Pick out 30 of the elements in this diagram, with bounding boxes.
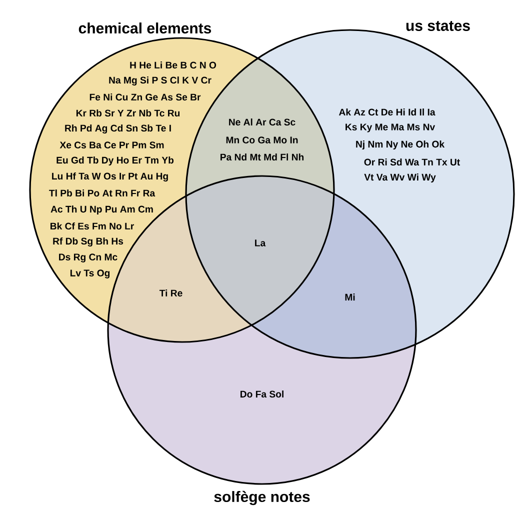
- region-label: Rh Pd Ag Cd Sn Sb Te I: [65, 124, 171, 134]
- region-label: Nj Nm Ny Ne Oh Ok: [356, 140, 445, 150]
- region-label: Ti Re: [159, 290, 182, 297]
- region-label: La: [255, 240, 266, 246]
- region-label: Do Fa Sol: [240, 390, 284, 398]
- set-heading: us states: [406, 21, 470, 31]
- region-label: Mn Co Ga Mo In: [226, 136, 298, 144]
- region-label: Ks Ky Me Ma Ms Nv: [346, 124, 436, 132]
- region-label: Or Ri Sd Wa Tn Tx Ut: [364, 158, 460, 166]
- set-heading: chemical elements: [78, 22, 212, 34]
- region-label: Kr Rb Sr Y Zr Nb Tc Ru: [76, 110, 180, 117]
- region-label: Fe Ni Cu Zn Ge As Se Br: [90, 94, 201, 101]
- region-label: Na Mg Si P S Cl K V Cr: [109, 76, 212, 86]
- region-label: Eu Gd Tb Dy Ho Er Tm Yb: [56, 156, 174, 166]
- region-label: H He Li Be B C N O: [130, 61, 216, 69]
- region-label: Bk Cf Es Fm No Lr: [50, 222, 134, 230]
- region-label: Rf Db Sg Bh Hs: [53, 238, 124, 246]
- region-label: Pa Nd Mt Md Fl Nh: [220, 154, 304, 161]
- region-label: Xe Cs Ba Ce Pr Pm Sm: [60, 142, 164, 148]
- set-heading: solfège notes: [214, 490, 310, 506]
- region-label: Lv Ts Og: [70, 270, 110, 278]
- region-label: Tl Pb Bi Po At Rn Fr Ra: [49, 190, 156, 197]
- region-label: Ak Az Ct De Hi Id Il Ia: [338, 108, 436, 116]
- region-label: Mi: [345, 294, 355, 300]
- region-label: Ne Al Ar Ca Sc: [229, 118, 296, 126]
- region-label: Ds Rg Cn Mc: [59, 254, 118, 262]
- set-circle: [29, 37, 335, 343]
- region-label: Lu Hf Ta W Os Ir Pt Au Hg: [52, 172, 168, 182]
- region-label: Ac Th U Np Pu Am Cm: [50, 206, 153, 214]
- region-label: Vt Va Wv Wi Wy: [364, 174, 436, 182]
